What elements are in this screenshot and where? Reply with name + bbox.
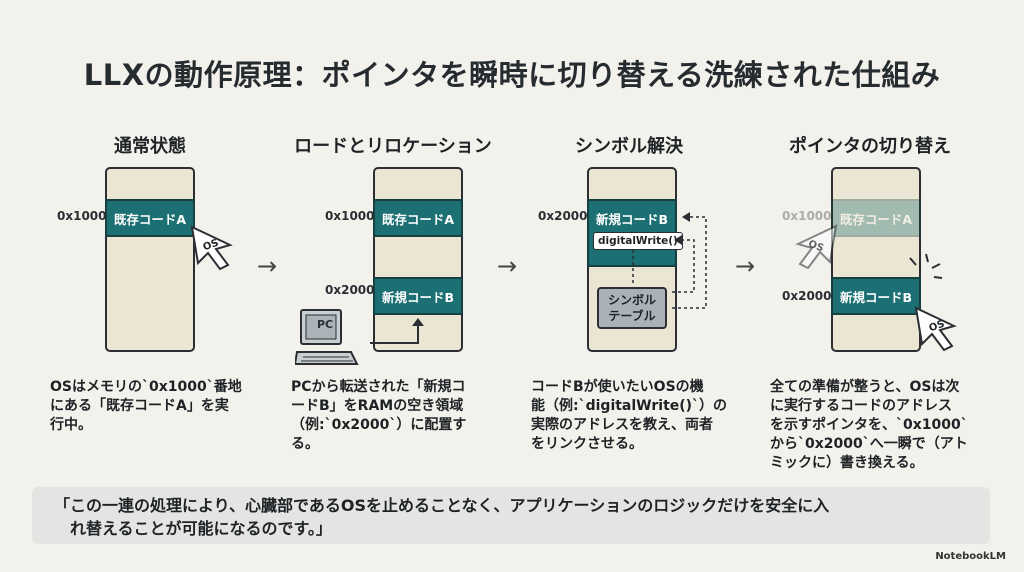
pc-transfer-arrow-icon	[370, 318, 424, 344]
step4-heading: ポインタの切り替え	[789, 136, 951, 157]
step1-memory: 既存コードA	[105, 167, 195, 352]
summary-quote: 「この一連の処理により、心臓部であるOSを止めることなく、アプリケーションのロジ…	[32, 487, 990, 544]
switch-burst-icon	[909, 253, 943, 279]
step4-addr1: 0x1000	[782, 209, 832, 223]
pc-computer-icon	[295, 309, 359, 365]
step1-os-cursor-icon	[190, 225, 233, 271]
step3-desc: コードBが使いたいOSの機 能（例:`digitalWrite()`）の 実際の…	[531, 379, 728, 452]
brand-label: NotebookLM	[935, 551, 1006, 562]
step2-addr2: 0x2000	[325, 283, 375, 297]
step4-old-os-cursor-icon	[795, 224, 838, 270]
step1-heading: 通常状態	[114, 136, 186, 157]
step2-code-b: 新規コードB	[373, 277, 463, 315]
step4-new-os-cursor-icon	[914, 306, 957, 352]
step1-code-a: 既存コードA	[105, 199, 195, 237]
step1-addr: 0x1000	[57, 209, 107, 223]
step4-code-b: 新規コードB	[831, 277, 921, 315]
step4-addr2: 0x2000	[782, 289, 832, 303]
step4-desc: 全ての準備が整うと、OSは次 に実行するコードのアドレス を示すポインタを、`0…	[770, 379, 968, 471]
symbol-link-lines	[632, 212, 707, 309]
step4-memory: 既存コードA 新規コードB	[831, 167, 921, 352]
symbol-table: シンボル テーブル	[597, 287, 667, 329]
flow-arrow-3: →	[735, 252, 756, 280]
step4-code-a: 既存コードA	[831, 199, 921, 237]
page-title: LLXの動作原理：ポインタを瞬時に切り替える洗練された仕組み	[83, 58, 941, 92]
flow-arrow-1: →	[257, 252, 278, 280]
step3-addr: 0x2000	[538, 209, 588, 223]
step3-heading: シンボル解決	[575, 136, 683, 157]
pc-label: PC	[317, 318, 334, 331]
step2-heading: ロードとリロケーション	[294, 136, 492, 157]
func-chip: digitalWrite()	[593, 232, 683, 250]
step2-code-a: 既存コードA	[373, 199, 463, 237]
step2-desc: PCから転送された「新規コ ードB」をRAMの空き領域 （例:`0x2000`）…	[291, 379, 467, 452]
step2-addr1: 0x1000	[325, 209, 375, 223]
step1-desc: OSはメモリの`0x1000`番地 にある「既存コードA」を実 行中。	[50, 379, 242, 433]
flow-arrow-2: →	[497, 252, 518, 280]
